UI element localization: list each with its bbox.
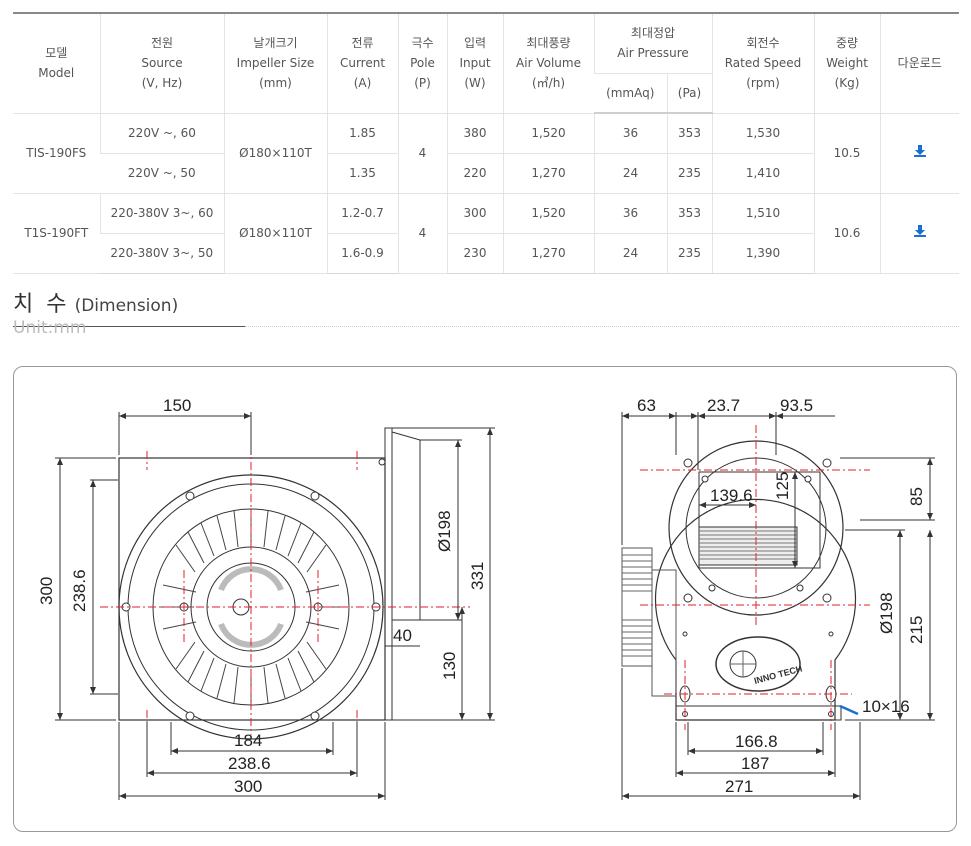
cell-pole: 4 [397, 113, 447, 194]
dim-front-height-outer: 300 [37, 577, 56, 605]
dim-side-right-top: 85 [907, 487, 926, 506]
cell-pa: 353 [666, 113, 712, 154]
dim-side-top-1: 63 [637, 396, 656, 415]
dim-side-top-3: 93.5 [780, 396, 813, 415]
cell-weight: 10.6 [813, 193, 880, 274]
side-centerlines [640, 425, 870, 730]
cell-pa: 235 [666, 153, 712, 194]
dim-side-inner-width: 139.6 [710, 486, 753, 505]
side-dimension-lines [621, 412, 935, 800]
dim-front-lower: 130 [440, 652, 459, 680]
cell-input: 300 [446, 193, 503, 234]
dim-front-bottom-1: 184 [234, 731, 262, 750]
dim-front-total-height: 331 [468, 562, 487, 590]
dim-front-height-inner: 238.6 [70, 569, 89, 612]
dimension-title: 치 수 (Dimension) Unit:mm [13, 286, 245, 338]
dim-side-top-2: 23.7 [707, 396, 740, 415]
table-row: 220-380V 3~, 50 1.6-0.9 230 1,270 24 235… [13, 233, 959, 274]
dim-front-top: 150 [163, 396, 191, 415]
cell-source: 220-380V 3~, 50 [100, 233, 224, 274]
cell-mmaq: 36 [593, 113, 667, 154]
header-download: 다운로드 [879, 12, 959, 114]
cell-impeller: Ø180×110T [223, 113, 327, 194]
cell-current: 1.35 [326, 153, 398, 194]
cell-source: 220V ~, 50 [100, 153, 224, 194]
cell-mmaq: 24 [593, 153, 667, 194]
dim-side-bottom-1: 166.8 [735, 732, 778, 751]
cell-input: 220 [446, 153, 503, 194]
header-pa: (Pa) [666, 73, 712, 114]
dim-side-slot: 10×16 [862, 697, 910, 716]
table-row: TIS-190FS 220V ~, 60 Ø180×110T 1.85 4 38… [13, 113, 959, 194]
dim-front-offset: 40 [393, 626, 412, 645]
front-dimension-lines [55, 412, 495, 800]
dim-side-diameter: Ø198 [877, 592, 896, 634]
dim-side-bottom-3: 271 [725, 777, 753, 796]
dim-front-diameter: Ø198 [435, 510, 454, 552]
cell-model: TIS-190FS [13, 113, 100, 194]
cell-input: 230 [446, 233, 503, 274]
cell-air-volume: 1,520 [502, 193, 594, 234]
dim-side-inner-height: 125 [773, 472, 792, 500]
dim-front-bottom-3: 300 [234, 777, 262, 796]
dim-front-bottom-2: 238.6 [228, 754, 271, 773]
cell-weight: 10.5 [813, 113, 880, 194]
dim-side-right-mid: 215 [907, 616, 926, 644]
cell-current: 1.2-0.7 [326, 193, 398, 234]
cell-air-volume: 1,520 [502, 113, 594, 154]
cell-download [879, 113, 959, 194]
cell-pa: 353 [666, 193, 712, 234]
cell-current: 1.85 [326, 113, 398, 154]
table-row: T1S-190FT 220-380V 3~, 60 Ø180×110T 1.2-… [13, 193, 959, 274]
header-mmaq: (mmAq) [594, 73, 667, 114]
cell-source: 220-380V 3~, 60 [99, 193, 224, 234]
front-dimension-labels: 150 300 238.6 Ø198 331 40 130 184 238.6 … [37, 396, 487, 796]
cell-source: 220V ~, 60 [99, 113, 224, 154]
cell-model: T1S-190FT [13, 193, 100, 274]
front-centerlines [100, 446, 470, 735]
cell-air-volume: 1,270 [502, 233, 594, 274]
cell-pole: 4 [397, 193, 447, 274]
cell-impeller: Ø180×110T [223, 193, 327, 274]
cell-mmaq: 24 [593, 233, 667, 274]
download-icon[interactable] [913, 143, 926, 163]
cell-pa: 235 [666, 233, 712, 274]
dim-side-bottom-2: 187 [741, 754, 769, 773]
table-row: 220V ~, 50 1.35 220 1,270 24 235 1,410 [13, 153, 959, 194]
cell-rpm: 1,510 [711, 193, 814, 234]
download-icon[interactable] [913, 223, 926, 243]
dimension-drawing-panel [13, 366, 957, 832]
cell-current: 1.6-0.9 [326, 233, 398, 274]
cell-download [879, 193, 959, 274]
side-dimension-labels: 63 23.7 93.5 139.6 125 85 Ø198 215 10×16… [637, 396, 926, 796]
cell-rpm: 1,530 [711, 113, 814, 154]
cell-rpm: 1,410 [711, 153, 814, 194]
cell-mmaq: 36 [593, 193, 667, 234]
cell-air-volume: 1,270 [502, 153, 594, 194]
divider [245, 326, 959, 327]
cell-input: 380 [446, 113, 503, 154]
cell-rpm: 1,390 [711, 233, 814, 274]
front-view [118, 427, 421, 740]
side-view: INNO TECH [621, 440, 857, 721]
logo-text: INNO TECH [753, 663, 803, 685]
